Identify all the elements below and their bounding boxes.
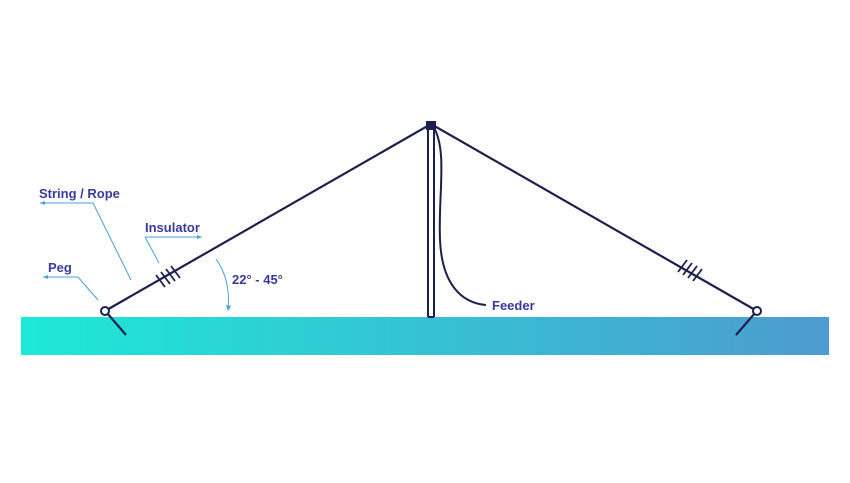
insulator-icon	[677, 259, 703, 282]
ground-bar	[21, 317, 829, 355]
angle-label: 22° - 45°	[232, 272, 283, 287]
feeder-cable	[432, 125, 487, 306]
peg-icon	[735, 306, 762, 336]
string-rope-label: String / Rope	[39, 186, 120, 201]
insulator-icon	[155, 265, 181, 288]
insulator-label: Insulator	[145, 220, 200, 235]
insulator-pointer	[144, 236, 202, 264]
string-rope-pointer	[40, 202, 132, 281]
right-wire	[430, 123, 758, 312]
mast-top	[426, 121, 436, 130]
pointer-arrowheads	[40, 201, 231, 311]
feeder-label: Feeder	[492, 298, 535, 313]
peg-pointer	[43, 276, 99, 301]
angle-arc	[215, 258, 229, 311]
peg-icon	[100, 306, 127, 336]
peg-label: Peg	[48, 260, 72, 275]
mast	[427, 125, 435, 318]
